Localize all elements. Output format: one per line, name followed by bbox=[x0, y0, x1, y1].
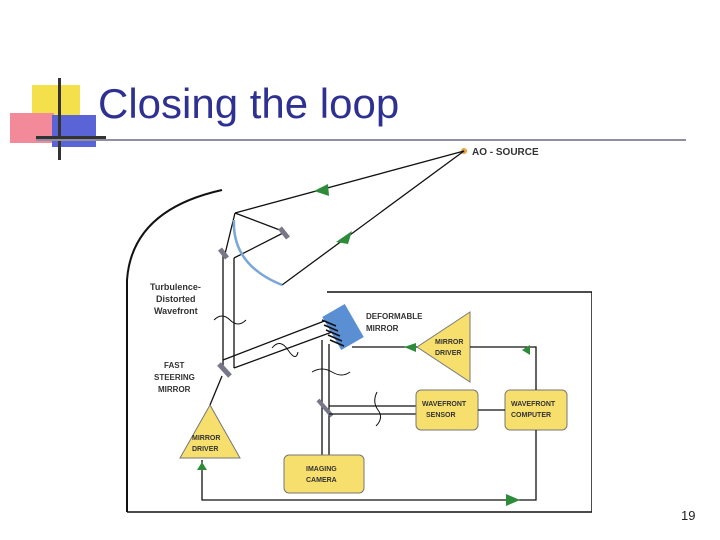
dm-label-line2: MIRROR bbox=[366, 324, 399, 333]
slide-title: Closing the loop bbox=[98, 80, 400, 127]
telescope-dome bbox=[126, 189, 223, 512]
wavefront-computer-line2: COMPUTER bbox=[511, 412, 551, 419]
line-left-driver-to-fsm bbox=[209, 375, 223, 406]
arrow-loop-bottom bbox=[506, 494, 520, 506]
mirror-driver-top-line1: MIRROR bbox=[435, 339, 463, 346]
wavefront-computer-line1: WAVEFRONT bbox=[511, 401, 556, 408]
beam-splitter bbox=[316, 398, 334, 418]
arrow-loop-left bbox=[197, 462, 207, 470]
wavefront-sensor-line2: SENSOR bbox=[426, 412, 456, 419]
loop-computer-to-top-driver bbox=[470, 346, 537, 390]
ao-loop-diagram: AO - SOURCE DEFORMABLE MIRROR MIRROR DRI… bbox=[126, 147, 592, 513]
title-divider bbox=[36, 139, 686, 141]
arrow-incoming-lower bbox=[336, 231, 352, 244]
ray-dome-to-fsm-top bbox=[224, 212, 236, 255]
dm-label-line1: DEFORMABLE bbox=[366, 312, 423, 321]
imaging-camera-line2: CAMERA bbox=[306, 477, 337, 484]
mirror-driver-left-line1: MIRROR bbox=[192, 435, 220, 442]
wavefront-squiggle-1 bbox=[213, 315, 247, 325]
turbulence-label-line2: Distorted bbox=[156, 294, 196, 304]
ray-source-to-dome bbox=[234, 150, 465, 214]
fsm-label-line3: MIRROR bbox=[158, 385, 191, 394]
loop-computer-to-left-driver bbox=[201, 430, 537, 501]
beam-fsm-to-dm-top bbox=[222, 319, 328, 361]
beam-fsm-to-dm-bottom bbox=[233, 331, 333, 369]
arrow-incoming-upper bbox=[314, 184, 329, 196]
fsm-label-line2: STEERING bbox=[154, 373, 195, 382]
arrow-into-dm bbox=[404, 343, 416, 352]
ao-source-label: AO - SOURCE bbox=[472, 147, 539, 158]
mirror-driver-top-line2: DRIVER bbox=[435, 350, 461, 357]
imaging-camera-box[interactable] bbox=[283, 454, 365, 494]
wavefront-sensor-line1: WAVEFRONT bbox=[422, 401, 467, 408]
deformable-mirror bbox=[322, 304, 364, 350]
wavefront-computer-box[interactable] bbox=[504, 389, 568, 431]
ray-dome-to-secondary bbox=[234, 212, 286, 233]
turbulence-label-line1: Turbulence- bbox=[150, 282, 201, 292]
turbulence-label-line3: Wavefront bbox=[154, 306, 198, 316]
mirror-driver-top bbox=[416, 311, 471, 383]
beam-squiggle-dm bbox=[311, 368, 351, 376]
enclosure-outline bbox=[127, 291, 592, 513]
beam-squiggle-sensor bbox=[374, 391, 382, 427]
flow-arrows bbox=[197, 184, 530, 506]
dm-actuators bbox=[321, 319, 345, 347]
primary-mirror-arc bbox=[232, 219, 283, 287]
fsm-label-line1: FAST bbox=[164, 361, 185, 370]
imaging-camera-line1: IMAGING bbox=[306, 466, 337, 473]
secondary-mirror bbox=[278, 226, 290, 240]
mirror-driver-left-line2: DRIVER bbox=[192, 446, 218, 453]
fsm-upper-mirror bbox=[218, 247, 229, 260]
ray-source-to-primary bbox=[281, 150, 465, 286]
decor-vertical-bar bbox=[58, 78, 61, 160]
page-number: 19 bbox=[681, 508, 696, 523]
wavefront-sensor-box[interactable] bbox=[415, 389, 479, 431]
arrow-loop-right bbox=[522, 345, 530, 355]
fast-steering-mirror bbox=[217, 362, 232, 378]
mirror-driver-left bbox=[179, 403, 241, 459]
decor-horizontal-bar bbox=[36, 136, 106, 139]
wavefront-squiggle-2 bbox=[271, 343, 299, 357]
